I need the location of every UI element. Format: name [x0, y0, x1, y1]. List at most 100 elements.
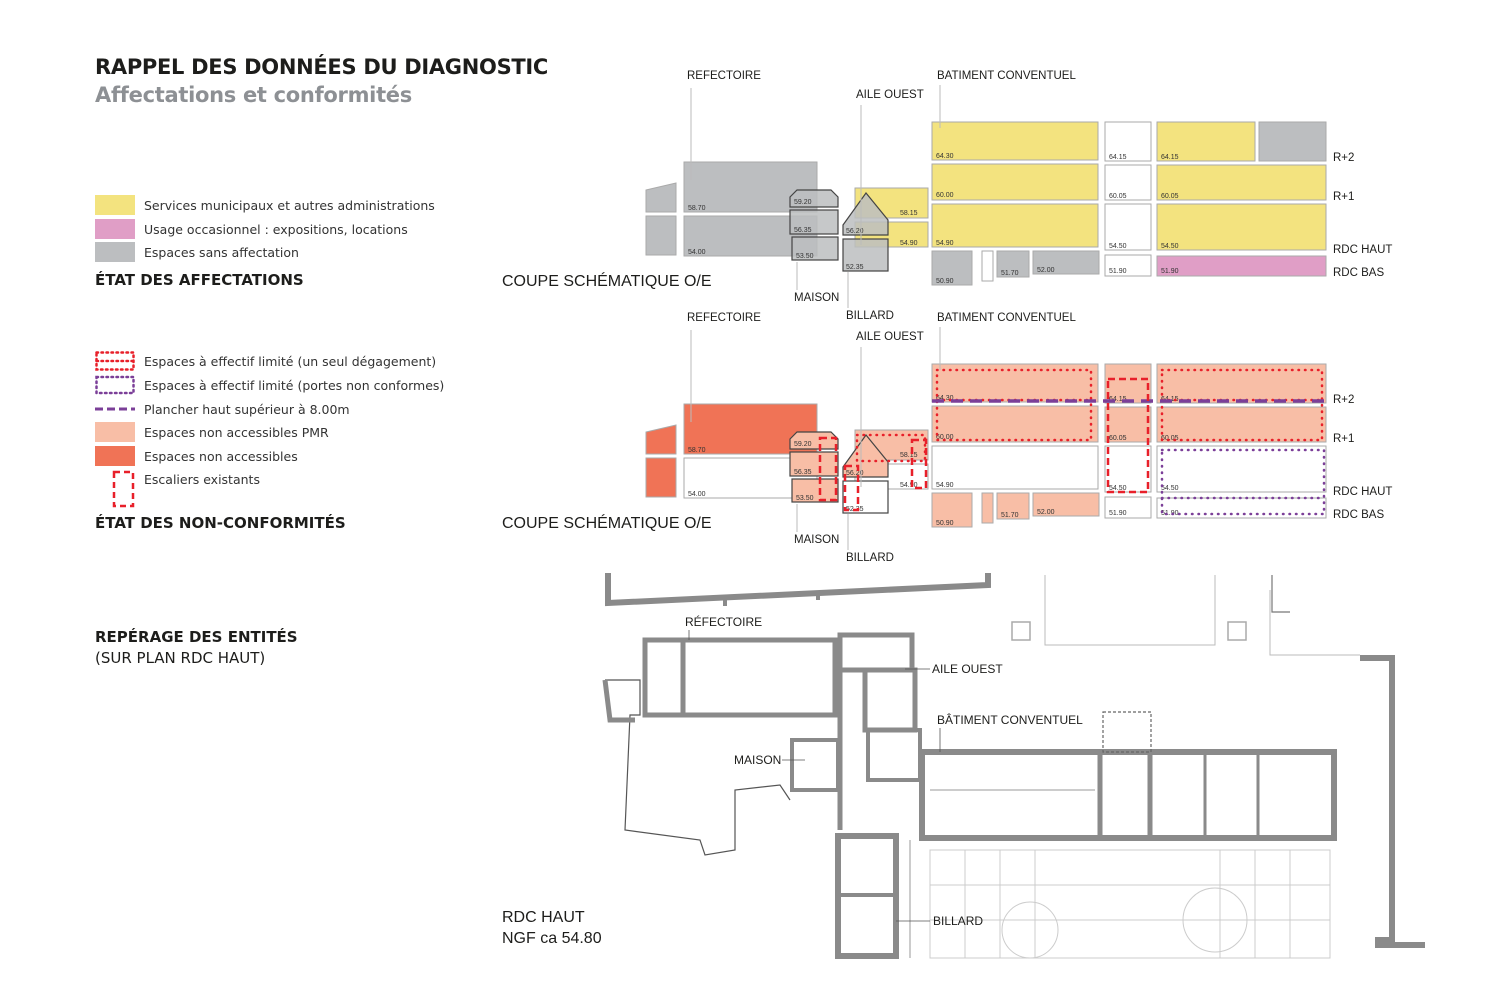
elevation-label: 60.05 [1109, 435, 1127, 442]
legend-item-services: Services municipaux et autres administra… [95, 194, 435, 216]
section-label-maison: MAISON [794, 292, 839, 304]
elevation-label: 54.50 [1109, 485, 1127, 492]
legend-item-effectif-limite-purple: Espaces à effectif limité (portes non co… [95, 374, 444, 396]
section-label-refectoire: REFECTOIRE [687, 70, 761, 82]
level-label: R+2 [1333, 152, 1354, 164]
elevation-label: 51.90 [1161, 268, 1179, 275]
heading-reperage: REPÉRAGE DES ENTITÉS [95, 628, 298, 646]
section-block [645, 182, 677, 213]
elevation-label: 54.50 [1109, 243, 1127, 250]
escalier-outline [910, 438, 928, 490]
portes-non-conformes-outline [1160, 448, 1326, 516]
section-label-aile-ouest: AILE OUEST [856, 89, 924, 101]
elevation-label: 64.30 [936, 395, 954, 402]
effectif-limite-outline [1160, 368, 1324, 442]
elevation-label: 52.00 [1037, 267, 1055, 274]
section-title: COUPE SCHÉMATIQUE O/E [502, 513, 712, 532]
section-block [791, 236, 839, 261]
subheading-reperage: (SUR PLAN RDC HAUT) [95, 649, 266, 667]
effectif-limite-outline [855, 433, 927, 463]
elevation-label: 60.05 [1161, 435, 1179, 442]
section-block [791, 478, 839, 503]
plan-label-batiment: BÂTIMENT CONVENTUEL [937, 712, 1083, 727]
elevation-label: 60.00 [936, 434, 954, 441]
section-block [1156, 164, 1327, 201]
section-block [931, 492, 973, 528]
plan-label-refectoire: RÉFECTOIRE [685, 614, 762, 629]
elevation-label: 56.35 [794, 227, 812, 234]
section-label-batiment: BATIMENT CONVENTUEL [937, 312, 1076, 324]
swatch-yellow [95, 195, 135, 215]
swatch-orange [95, 446, 135, 466]
legend-item-non-accessible: Espaces non accessibles [95, 445, 298, 467]
legend-item-escaliers: Escaliers existants [95, 469, 260, 509]
section-block [1156, 445, 1327, 493]
section-block [996, 492, 1030, 520]
plan-ngf: NGF ca 54.80 [502, 930, 602, 947]
section-label-batiment: BATIMENT CONVENTUEL [937, 70, 1076, 82]
elevation-label: 51.70 [1001, 512, 1019, 519]
legend-label: Espaces non accessibles [144, 448, 298, 464]
section-block [1104, 496, 1152, 519]
elevation-label: 51.70 [1001, 270, 1019, 277]
escalier-outline [843, 464, 860, 512]
section-label-billard: BILLARD [846, 552, 894, 564]
plan-labels: RÉFECTOIRE AILE OUEST BÂTIMENT CONVENTUE… [502, 614, 1083, 947]
plan-level: RDC HAUT [502, 909, 585, 926]
legend-label: Usage occasionnel : expositions, locatio… [144, 221, 408, 237]
legend-item-occasionnel: Usage occasionnel : expositions, locatio… [95, 218, 408, 240]
section-block [931, 203, 1099, 248]
section-block [1104, 121, 1152, 162]
page-title: RAPPEL DES DONNÉES DU DIAGNOSTIC [95, 55, 549, 79]
page-subtitle: Affectations et conformités [95, 83, 412, 107]
section-label-aile-ouest: AILE OUEST [856, 331, 924, 343]
elevation-label: 58.70 [688, 447, 706, 454]
section-block [1156, 406, 1327, 443]
elevation-label: 60.05 [1161, 193, 1179, 200]
elevation-label: 60.00 [936, 192, 954, 199]
section-block [981, 492, 994, 524]
elevation-label: 56.20 [846, 228, 864, 235]
section-block [1104, 203, 1152, 251]
elevation-label: 54.50 [1161, 243, 1179, 250]
level-label: R+2 [1333, 394, 1354, 406]
level-label: RDC BAS [1333, 267, 1384, 279]
elevation-label: 54.90 [900, 240, 918, 247]
elevation-label: 51.90 [1161, 510, 1179, 517]
elevation-label: 54.90 [900, 482, 918, 489]
section-block [931, 405, 1099, 443]
section-block [1156, 497, 1327, 519]
elevation-label: 53.50 [796, 253, 814, 260]
section-block [1104, 254, 1152, 277]
plan-wall-east [1360, 655, 1425, 948]
swatch-salmon [95, 422, 135, 442]
elevation-label: 54.90 [936, 482, 954, 489]
elevation-label: 64.15 [1109, 396, 1127, 403]
legend-item-effectif-limite-red: Espaces à effectif limité (un seul dégag… [95, 350, 436, 372]
elevation-label: 54.00 [688, 491, 706, 498]
escalier-outline [818, 436, 838, 502]
effectif-limite-outline [935, 368, 1093, 442]
swatch-gray [95, 242, 135, 262]
legend-label: Espaces sans affectation [144, 244, 299, 260]
section-block [1104, 164, 1152, 201]
section-block [1156, 121, 1256, 162]
swatch-pink [95, 219, 135, 239]
elevation-label: 52.35 [846, 264, 864, 271]
swatch-purple-dotted [95, 375, 135, 395]
plan-batiment-conventuel [919, 749, 1337, 841]
section-block [1156, 255, 1327, 277]
section-block [1104, 363, 1152, 404]
section-block [842, 434, 889, 478]
section-block [645, 215, 677, 256]
elevation-label: 58.70 [688, 205, 706, 212]
section-block [789, 189, 839, 208]
plan-label-billard: BILLARD [933, 914, 983, 928]
section-block [645, 457, 677, 498]
level-label: RDC HAUT [1333, 244, 1392, 256]
elevation-label: 64.15 [1109, 154, 1127, 161]
section-block [931, 121, 1099, 161]
legend-label: Espaces non accessibles PMR [144, 424, 329, 440]
section-title: COUPE SCHÉMATIQUE O/E [502, 271, 712, 290]
section-label-maison: MAISON [794, 534, 839, 546]
